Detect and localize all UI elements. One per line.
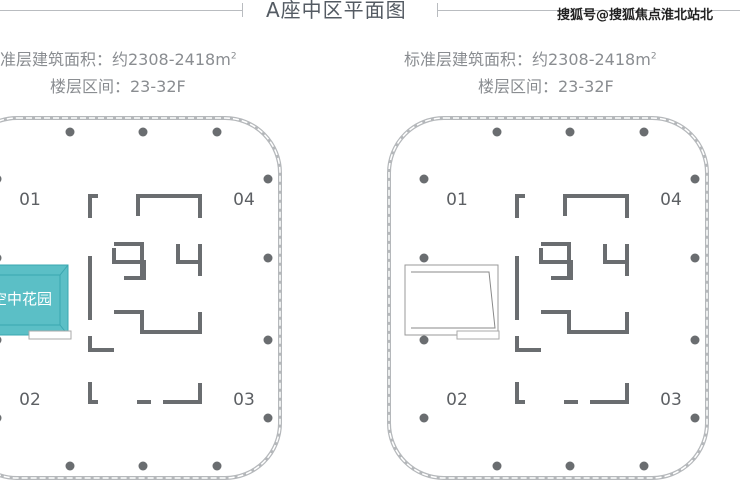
balcony-step [456, 330, 500, 340]
area-text: 标准层建筑面积：约2308-2418m [404, 50, 651, 69]
core-wall [88, 194, 98, 218]
plan-right-area: 标准层建筑面积：约2308-2418m2 [404, 46, 657, 70]
core-wall [539, 248, 573, 280]
column [263, 335, 273, 345]
unit-label-02: 02 [19, 390, 41, 410]
column [419, 413, 429, 423]
unit-label-04: 04 [233, 190, 255, 210]
core-wall [564, 383, 629, 404]
garden-step [28, 330, 72, 340]
column [212, 127, 222, 137]
column [65, 461, 75, 471]
column [138, 461, 148, 471]
title-rule-left [0, 10, 242, 11]
column [690, 413, 700, 423]
core-wall [88, 336, 114, 352]
core-door [578, 400, 590, 404]
title-rule-right [437, 10, 740, 11]
outer-wall-glazing [388, 117, 708, 479]
watermark: 搜狐号@搜狐焦点淮北站北 [557, 8, 714, 23]
plan-left-area: 标准层建筑面积：约2308-2418m2 [0, 46, 237, 70]
floor-plan-right: 01 04 02 03 [387, 116, 709, 480]
column [565, 127, 575, 137]
outer-wall-glazing [0, 117, 281, 479]
column [0, 254, 2, 262]
column [565, 461, 575, 471]
unit-label-01: 01 [19, 190, 41, 210]
unit-label-01: 01 [446, 190, 468, 210]
column [263, 253, 273, 263]
column [0, 175, 2, 183]
floor-plan-left: 01 04 02 03 空中花园 [0, 116, 282, 480]
area-text: 标准层建筑面积：约2308-2418m [0, 50, 231, 69]
column [138, 127, 148, 137]
column [492, 127, 502, 137]
plan-left-floors: 楼层区间：23-32F [50, 77, 186, 96]
balcony-frame [404, 264, 499, 336]
core-door [151, 400, 163, 404]
column [419, 253, 429, 263]
unit-label-02: 02 [446, 390, 468, 410]
column [492, 461, 502, 471]
column [263, 413, 273, 423]
area-sup: 2 [230, 51, 237, 62]
column [690, 174, 700, 184]
unit-label-03: 03 [233, 390, 255, 410]
sky-garden [0, 264, 69, 336]
column [639, 461, 649, 471]
column [690, 253, 700, 263]
core-wall [541, 310, 629, 334]
title-tick-left [242, 3, 243, 17]
balcony-ramp [411, 271, 496, 329]
column [690, 335, 700, 345]
core-wall [515, 336, 541, 352]
plan-right-floors: 楼层区间：23-32F [478, 77, 614, 96]
column [65, 127, 75, 137]
core-wall [515, 382, 525, 404]
core-wall [515, 194, 525, 218]
core-wall [136, 194, 202, 218]
core-wall [137, 383, 202, 404]
area-sup: 2 [650, 51, 657, 62]
core-wall [112, 248, 146, 280]
unit-label-03: 03 [660, 390, 682, 410]
column [0, 414, 2, 422]
core-wall [114, 310, 202, 334]
sky-garden-label: 空中花园 [0, 290, 52, 308]
column [212, 461, 222, 471]
column [419, 174, 429, 184]
core-wall [88, 382, 98, 404]
column [419, 335, 429, 345]
column [0, 336, 2, 344]
page-title: A座中区平面图 [266, 0, 407, 22]
core-wall [563, 194, 629, 218]
column [639, 127, 649, 137]
unit-label-04: 04 [660, 190, 682, 210]
column [263, 174, 273, 184]
